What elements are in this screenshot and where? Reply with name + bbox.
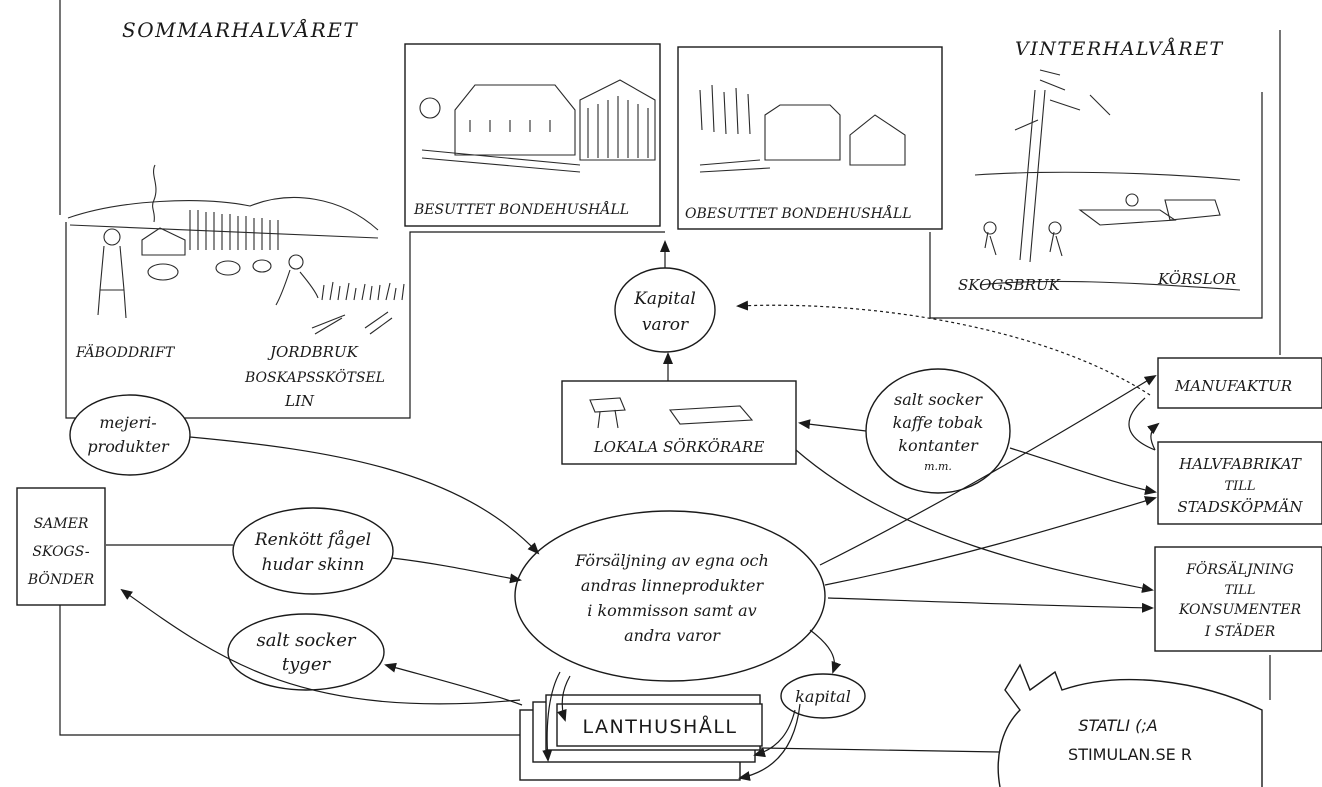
mejeri-node: [69, 394, 191, 476]
center-line-1: Försäljning av egna och: [574, 551, 769, 570]
salt-kaffe-line-4: m.m.: [924, 460, 952, 473]
statliga-line-2: STIMULAN.SE R: [1068, 745, 1192, 764]
kapital-varor-line-2: varor: [642, 315, 689, 335]
konsumenter-line-1: FÖRSÄLJNING: [1185, 560, 1294, 578]
summer-panel: [65, 164, 665, 419]
statliga-line-1: STATLI (;A: [1078, 716, 1157, 735]
mejeri-line-2: produkter: [87, 437, 170, 456]
lin-label: LIN: [284, 392, 315, 410]
skogsbruk-label: SKOGSBRUK: [958, 276, 1061, 294]
halvfabrikat-line-2: TILL: [1224, 479, 1255, 494]
korslor-label: KÖRSLOR: [1157, 270, 1236, 288]
forsaljning-konsumenter-box: [1154, 546, 1322, 652]
summer-label: SOMMARHALVÅRET: [122, 17, 358, 42]
renkott-line-2: hudar skinn: [262, 555, 365, 575]
jordbruk-label: JORDBRUK: [267, 343, 359, 361]
renkott-line-1: Renkött fågel: [254, 530, 371, 550]
obesuttet-box: [677, 46, 943, 230]
kapital-node: [780, 673, 866, 719]
salt-tyger-line-1: salt socker: [257, 630, 357, 651]
center-line-4: andra varor: [624, 626, 721, 645]
halvfabrikat-line-3: STADSKÖPMÄN: [1177, 498, 1303, 516]
renkott-node: [232, 507, 394, 595]
center-line-2: andras linneprodukter: [581, 576, 765, 595]
center-line-3: i kommisson samt av: [587, 601, 756, 620]
samer-line-3: BÖNDER: [27, 570, 95, 588]
forsaljning-center-node: [514, 510, 826, 682]
salt-kaffe-line-1: salt socker: [894, 390, 983, 409]
lokala-forkorare-label: LOKALA SÖRKÖRARE: [593, 438, 765, 456]
salt-kaffe-line-2: kaffe tobak: [893, 413, 984, 432]
connections: [106, 240, 1160, 781]
mejeri-line-1: mejeri-: [99, 413, 156, 432]
lokala-forkorare-box: [561, 380, 797, 465]
halvfabrikat-line-1: HALVFABRIKAT: [1178, 455, 1302, 473]
kapital-varor-line-1: Kapital: [633, 289, 696, 309]
konsumenter-line-2: TILL: [1224, 583, 1255, 598]
manufaktur-box: [1157, 357, 1322, 409]
konsumenter-line-3: KONSUMENTER: [1178, 602, 1302, 618]
statliga-stimulanser-node: [997, 663, 1263, 787]
salt-kaffe-line-3: kontanter: [898, 436, 979, 455]
kapital-label: kapital: [795, 687, 851, 706]
besuttet-label: BESUTTET BONDEHUSHÅLL: [413, 200, 629, 218]
lanthushall-stack: [519, 694, 763, 781]
samer-line-2: SKOGS-: [32, 544, 89, 560]
kapital-varor-node: [614, 267, 716, 353]
winter-panel: [929, 69, 1263, 319]
manufaktur-label: MANUFAKTUR: [1174, 377, 1292, 395]
samer-box: [16, 487, 106, 606]
faboddrift-label: FÄBODDRIFT: [75, 343, 176, 361]
obesuttet-label: OBESUTTET BONDEHUSHÅLL: [685, 204, 912, 222]
salt-tyger-line-2: tyger: [282, 654, 332, 675]
besuttet-box: [404, 43, 661, 227]
halvfabrikat-box: [1157, 441, 1322, 525]
konsumenter-line-4: I STÄDER: [1204, 622, 1276, 640]
salt-tyger-node: [227, 613, 385, 691]
winter-label: VINTERHALVÅRET: [1015, 38, 1224, 60]
samer-line-1: SAMER: [34, 516, 89, 532]
boskap-label: BOSKAPSSKÖTSEL: [244, 368, 385, 386]
lanthushall-label: LANTHUSHÅLL: [582, 715, 737, 738]
